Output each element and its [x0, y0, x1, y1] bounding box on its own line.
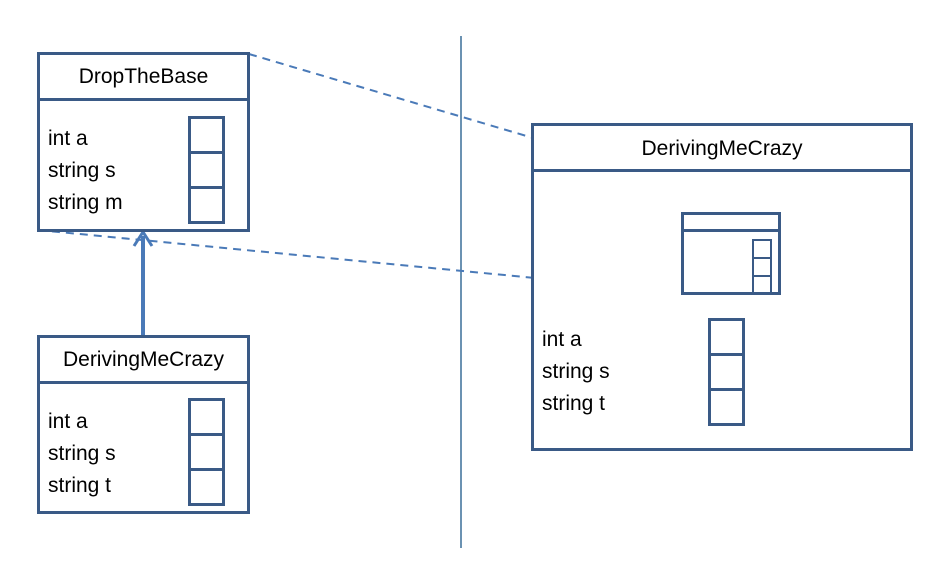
expanded-derived-class-title: DerivingMeCrazy	[534, 126, 910, 172]
expanded-derived-fields: int a string s string t	[542, 324, 610, 420]
memory-cell	[191, 151, 222, 186]
derived-class-box: DerivingMeCrazy int a string s string t	[37, 335, 250, 514]
expanded-field-3: string t	[542, 392, 606, 415]
projection-line-top	[248, 53, 778, 211]
inheritance-arrowhead	[132, 229, 154, 247]
embedded-base-object	[681, 212, 781, 295]
base-field-3: string m	[48, 191, 123, 214]
expanded-memory-cells	[708, 318, 745, 426]
memory-cell	[754, 275, 770, 293]
memory-cell	[754, 241, 770, 257]
expanded-field-1: int a	[542, 328, 582, 351]
base-memory-cells	[188, 116, 225, 224]
embedded-base-memory-cells	[752, 239, 772, 295]
memory-cell	[711, 353, 742, 388]
memory-cell	[711, 388, 742, 423]
derived-class-title: DerivingMeCrazy	[40, 338, 247, 384]
memory-cell	[191, 401, 222, 433]
base-class-box: DropTheBase int a string s string m	[37, 52, 250, 232]
memory-cell	[191, 433, 222, 468]
memory-cell	[191, 186, 222, 221]
base-field-1: int a	[48, 127, 88, 150]
memory-cell	[191, 119, 222, 151]
derived-field-2: string s	[48, 442, 116, 465]
derived-memory-cells	[188, 398, 225, 506]
memory-cell	[711, 321, 742, 353]
base-field-2: string s	[48, 159, 116, 182]
memory-cell	[754, 257, 770, 275]
derived-field-3: string t	[48, 474, 112, 497]
derived-class-fields: int a string s string t	[48, 406, 116, 502]
derived-field-1: int a	[48, 410, 88, 433]
base-class-title: DropTheBase	[40, 55, 247, 101]
expanded-field-2: string s	[542, 360, 610, 383]
embedded-base-header	[684, 215, 778, 232]
base-class-fields: int a string s string m	[48, 123, 123, 219]
expanded-derived-class-box: DerivingMeCrazy int a string s string t	[531, 123, 913, 451]
memory-cell	[191, 468, 222, 503]
